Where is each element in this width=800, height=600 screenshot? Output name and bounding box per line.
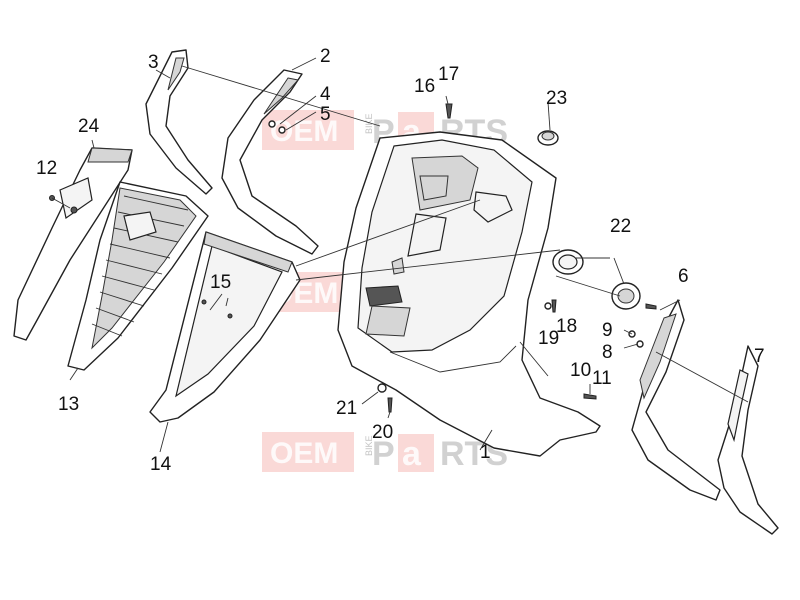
callout-14: 14 <box>150 454 172 475</box>
callout-16: 16 <box>414 76 435 97</box>
callout-1: 1 <box>480 442 491 463</box>
leader-lines <box>51 57 749 453</box>
callout-20: 20 <box>372 422 393 443</box>
part-2-trim-piece <box>221 69 319 255</box>
part-23-rubber-plug <box>537 130 559 146</box>
callout-23: 23 <box>546 88 567 109</box>
callout-labels: 1 2 3 4 5 6 7 8 9 10 11 12 13 14 15 16 1… <box>36 46 765 475</box>
callout-2: 2 <box>320 46 331 67</box>
callout-10: 10 <box>570 360 591 381</box>
part-1-front-shield <box>337 131 601 457</box>
part-13-grille-panel <box>67 181 209 371</box>
part-14-inner-frame <box>149 231 301 423</box>
callout-8: 8 <box>602 342 613 363</box>
callout-9: 9 <box>602 320 613 341</box>
callout-24: 24 <box>78 116 100 137</box>
part-7-side-cover <box>717 345 779 535</box>
part-22-emblem <box>552 249 641 310</box>
callout-22: 22 <box>610 216 631 237</box>
callout-3: 3 <box>148 52 159 73</box>
callout-6: 6 <box>678 266 689 287</box>
callout-19: 19 <box>538 328 559 349</box>
callout-7: 7 <box>754 346 765 367</box>
callout-12: 12 <box>36 158 57 179</box>
watermark-letter-p: P <box>372 435 395 473</box>
watermark-word-oem: OEM <box>270 437 338 470</box>
callout-21: 21 <box>336 398 357 419</box>
callout-13: 13 <box>58 394 79 415</box>
watermark-word-bike: BIKE <box>364 113 374 134</box>
part-6-side-trim <box>631 299 721 501</box>
part-24-side-cover <box>13 147 133 341</box>
watermark-bottom: OEM BIKE P a RTS <box>262 432 508 473</box>
callout-5: 5 <box>320 104 331 125</box>
callout-4: 4 <box>320 84 331 105</box>
callout-15: 15 <box>210 272 231 293</box>
callout-18: 18 <box>556 316 577 337</box>
callout-11: 11 <box>592 368 612 389</box>
watermark-word-bike: BIKE <box>364 435 374 456</box>
callout-17: 17 <box>438 64 459 85</box>
watermark-letter-a: a <box>402 435 422 473</box>
